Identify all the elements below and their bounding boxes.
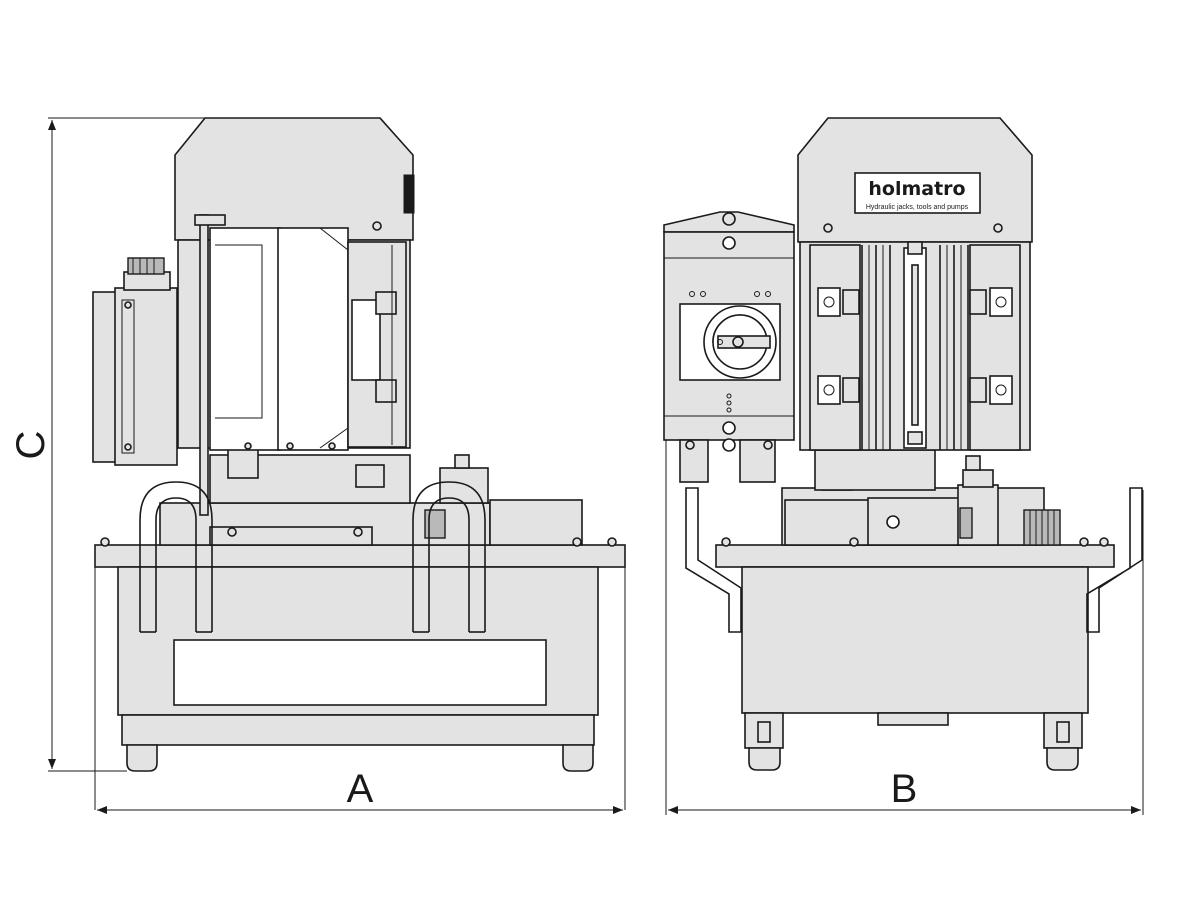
nameplate-brand: holmatro bbox=[868, 178, 965, 200]
dimension-lines: C A B bbox=[9, 117, 1141, 814]
front-view: holmatro Hydraulic jacks, tools and pump… bbox=[663, 117, 1144, 815]
switch-box bbox=[663, 211, 795, 483]
feet-side bbox=[126, 744, 594, 772]
dimension-a-label: A bbox=[347, 767, 374, 811]
junction-box-side bbox=[92, 257, 178, 466]
tank-front bbox=[665, 440, 1144, 815]
motor-side bbox=[174, 117, 415, 516]
side-view bbox=[92, 117, 626, 810]
handles-side bbox=[139, 481, 486, 633]
dimension-b-label: B bbox=[891, 767, 918, 811]
feet-front bbox=[744, 712, 1083, 771]
nameplate-tagline: Hydraulic jacks, tools and pumps bbox=[866, 204, 969, 211]
handles-front bbox=[685, 487, 1143, 633]
dimension-c-label: C bbox=[9, 431, 53, 460]
motor-front: holmatro Hydraulic jacks, tools and pump… bbox=[797, 117, 1033, 451]
tank-side bbox=[94, 544, 626, 810]
nameplate: holmatro Hydraulic jacks, tools and pump… bbox=[854, 172, 981, 214]
